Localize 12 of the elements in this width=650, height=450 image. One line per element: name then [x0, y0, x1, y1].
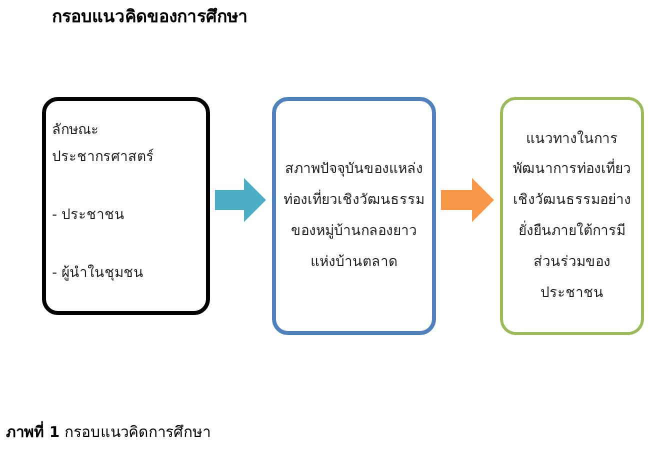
- box-text: - ประชาชน: [52, 206, 126, 225]
- arrow: [441, 178, 494, 222]
- box-text: สภาพปัจจุบันของแหล่งท่องเที่ยวเชิงวัฒนธรรมของหมู่บ้านกลองยาวแห่งบ้านตลาด: [282, 160, 426, 272]
- box-text: - ผู้นำในชุมชน: [52, 264, 145, 284]
- title: กรอบแนวคิดของการศึกษา: [52, 6, 248, 29]
- box-text: แนวทางในการพัฒนาการท่องเที่ยวเชิงวัฒนธรรมอย่างยั่งยืนภายใต้การมีส่วนร่วมของประชาชน: [512, 130, 632, 303]
- arrow: [215, 178, 266, 222]
- caption: ภาพที่ 1 กรอบแนวคิดการศึกษา: [6, 420, 210, 443]
- process-box: [272, 97, 436, 335]
- process-box: [42, 97, 210, 315]
- process-box: [500, 97, 644, 335]
- box-text: ลักษณะประชากรศาสตร์: [52, 121, 155, 167]
